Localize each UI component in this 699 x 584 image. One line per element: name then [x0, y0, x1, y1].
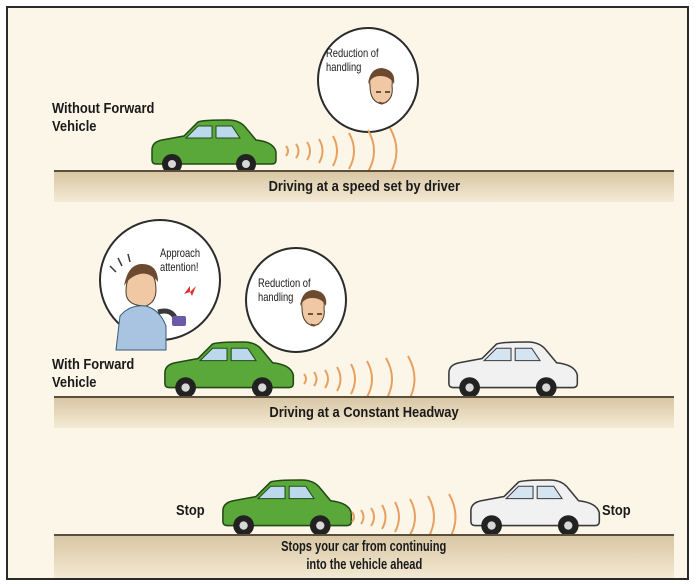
- handling-bubble-2-text: Reduction of handling: [258, 276, 311, 304]
- approach-alert-bubble: [99, 219, 221, 351]
- road-3-caption: Stops your car from continuing into the …: [281, 538, 447, 573]
- stop-left-label: Stop: [176, 502, 205, 519]
- road-2-caption: Driving at a Constant Headway: [269, 404, 459, 421]
- handling-bubble: [317, 27, 419, 133]
- own-car-3: [222, 479, 353, 536]
- sensor-waves-1: [285, 127, 398, 175]
- own-car-2: [164, 341, 295, 398]
- road-3: Stops your car from continuing into the …: [54, 534, 674, 578]
- without-forward-vehicle-label: Without Forward Vehicle: [52, 100, 155, 135]
- own-car-1: [151, 119, 277, 174]
- handling-bubble-text: Reduction of handling: [326, 46, 379, 74]
- forward-car-2: [470, 479, 601, 536]
- with-forward-vehicle-label: With Forward Vehicle: [52, 356, 135, 391]
- forward-car-1: [448, 341, 579, 398]
- road-2: Driving at a Constant Headway: [54, 396, 674, 428]
- handling-bubble-2: [245, 247, 347, 353]
- approach-alert-text: Approach attention!: [160, 246, 201, 274]
- road-1-caption: Driving at a speed set by driver: [268, 178, 460, 195]
- stop-right-label: Stop: [602, 502, 631, 519]
- diagram-frame: Without Forward Vehicle Reduction of han…: [6, 6, 689, 580]
- driver-face-icon-2: [300, 290, 327, 327]
- road-1: Driving at a speed set by driver: [54, 170, 674, 202]
- alarmed-driver-icon: [109, 253, 196, 351]
- driver-face-icon: [368, 68, 395, 105]
